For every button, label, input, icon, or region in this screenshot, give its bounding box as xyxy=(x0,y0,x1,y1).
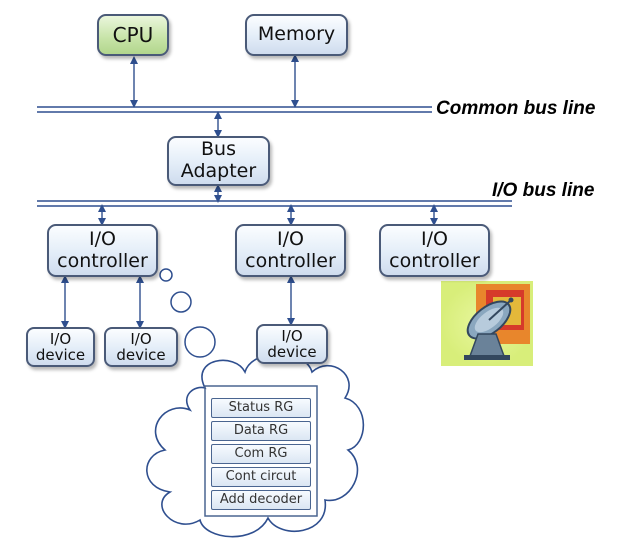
connectors xyxy=(61,54,438,329)
bus-adapter-box: Bus Adapter xyxy=(167,136,270,186)
io-bus-label: I/O bus line xyxy=(492,180,595,201)
io-device-3: I/O device xyxy=(256,324,328,364)
satellite-dish-icon xyxy=(441,281,533,366)
register-stack-frame xyxy=(204,385,318,517)
register-control-circuit: Cont circut xyxy=(211,467,311,487)
register-data: Data RG xyxy=(211,421,311,441)
io-bus xyxy=(37,200,512,207)
common-bus xyxy=(37,106,432,113)
io-controller-3: I/O controller xyxy=(379,224,490,277)
register-status: Status RG xyxy=(211,398,311,418)
memory-box: Memory xyxy=(245,14,348,56)
io-controller-2: I/O controller xyxy=(235,224,346,277)
io-device-2: I/O device xyxy=(104,327,178,367)
common-bus-label: Common bus line xyxy=(436,98,596,119)
io-device-1: I/O device xyxy=(26,327,95,367)
register-address-decoder: Add decoder xyxy=(211,490,311,510)
thought-bubble-circles xyxy=(159,268,216,358)
cpu-box: CPU xyxy=(97,14,169,56)
io-controller-1: I/O controller xyxy=(47,224,158,277)
register-com: Com RG xyxy=(211,444,311,464)
